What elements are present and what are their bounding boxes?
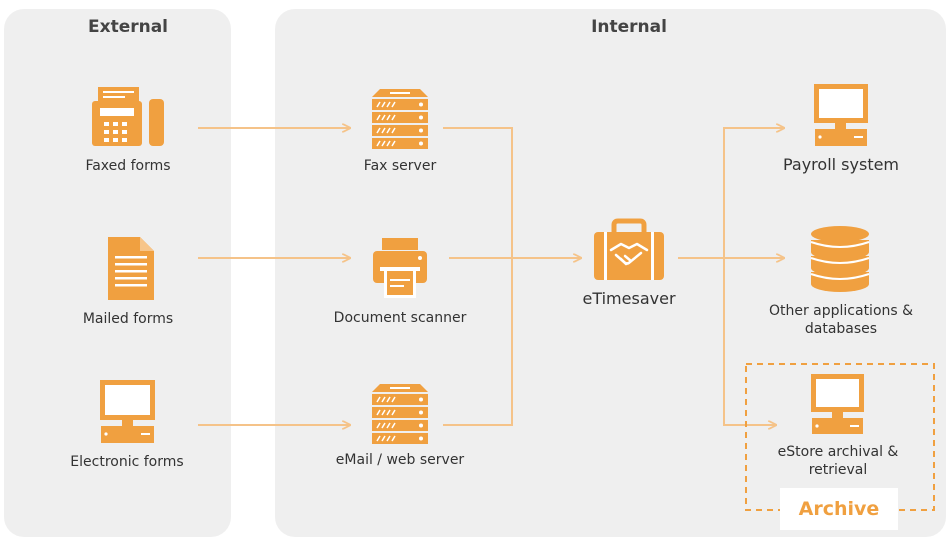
connector-arrows [198,128,783,425]
briefcase-handshake-icon [594,218,664,280]
internal-title: Internal [591,17,667,37]
estore-label: eStore archival & retrieval [777,444,899,478]
server-icon [372,89,428,149]
archive-box [745,363,935,511]
external-title: External [87,17,169,37]
document-scanner-label: Document scanner [333,310,467,326]
etimesaver-label: eTimesaver [582,289,676,308]
document-icon [108,237,154,300]
archive-label: Archive [780,488,898,530]
bracket-servers [443,127,513,426]
fax-server-label: Fax server [363,158,437,174]
payroll-system-label: Payroll system [782,155,900,174]
desktop-computer-icon [814,84,868,146]
faxed-forms-label: Faxed forms [85,158,171,174]
database-icon [810,226,870,292]
electronic-forms-label: Electronic forms [70,454,184,470]
email-web-server-label: eMail / web server [335,452,465,468]
server-icon [372,384,428,444]
printer-scanner-icon [373,238,427,298]
arrow-to-estore [723,258,775,425]
other-applications-label: Other applications & databases [768,303,914,337]
fax-machine-icon [92,87,164,146]
mailed-forms-label: Mailed forms [82,311,174,327]
desktop-computer-icon [811,374,864,434]
desktop-computer-icon [100,380,155,443]
arrow-to-payroll [723,128,783,258]
